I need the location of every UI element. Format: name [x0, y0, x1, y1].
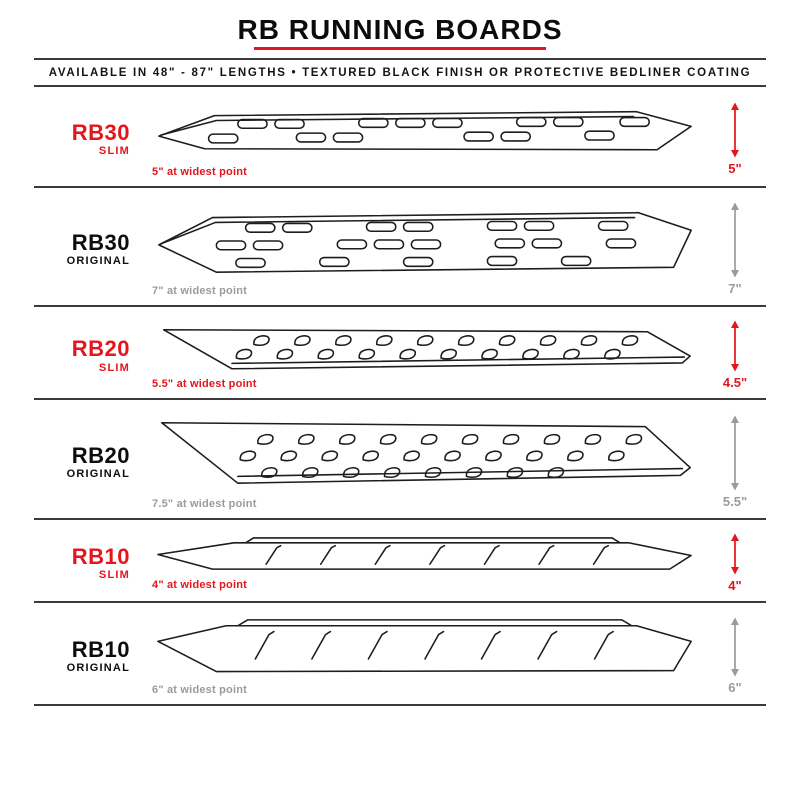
variant-name: SLIM: [98, 361, 130, 374]
width-note: 6" at widest point: [152, 683, 247, 696]
tread-strip: [237, 619, 633, 627]
model-name: RB10: [71, 544, 130, 570]
board-drawing-rb30-slim: [158, 111, 692, 151]
height-measure: 4.5": [704, 320, 766, 390]
slots-group: [215, 220, 637, 268]
tread-strip: [244, 537, 621, 544]
board-drawing-rb20-original: [161, 422, 691, 485]
board-row-rb30-slim: RB30 SLIM 5: [34, 87, 766, 188]
board-art: 5" at widest point: [152, 100, 698, 178]
width-note: 5.5" at widest point: [152, 378, 257, 391]
slots-group: [207, 116, 650, 144]
board-label: RB10 ORIGINAL: [34, 638, 146, 674]
variant-name: SLIM: [98, 569, 130, 582]
board-row-rb20-slim: RB20 SLIM 5: [34, 307, 766, 401]
width-note: 7" at widest point: [152, 285, 247, 298]
board-drawing-rb10-original: [157, 619, 692, 673]
height-measure: 7": [704, 202, 766, 296]
height-measure: 5.5": [704, 415, 766, 509]
height-value: 7": [728, 281, 742, 297]
width-note: 4" at widest point: [152, 579, 247, 592]
model-name: RB20: [71, 442, 130, 468]
subtitle: AVAILABLE IN 48" - 87" LENGTHS • TEXTURE…: [48, 67, 752, 80]
height-arrow: [731, 202, 739, 278]
model-name: RB10: [71, 636, 130, 662]
height-value: 5.5": [722, 493, 748, 509]
board-drawing-rb20-slim: [162, 328, 691, 370]
board-outline: [162, 328, 691, 370]
header: RB RUNNING BOARDS AVAILABLE IN 48" - 87"…: [30, 14, 770, 88]
height-measure: 5": [704, 102, 766, 176]
subtitle-band: AVAILABLE IN 48" - 87" LENGTHS • TEXTURE…: [34, 58, 766, 88]
variant-name: ORIGINAL: [66, 467, 130, 480]
board-label: RB30 SLIM: [34, 121, 146, 157]
width-note: 5" at widest point: [152, 165, 247, 178]
board-outline: [157, 625, 692, 673]
model-name: RB30: [71, 229, 130, 255]
variant-name: ORIGINAL: [66, 662, 130, 675]
board-row-rb30-original: RB30 ORIGINAL: [34, 188, 766, 308]
height-value: 6": [728, 680, 742, 696]
page-title: RB RUNNING BOARDS: [237, 14, 563, 45]
height-arrow: [731, 320, 739, 372]
height-arrow: [731, 533, 739, 575]
slash-group: [265, 545, 610, 566]
board-label: RB30 ORIGINAL: [34, 231, 146, 267]
height-arrow: [731, 415, 739, 491]
board-art: 5.5" at widest point: [152, 321, 698, 391]
variant-name: SLIM: [98, 144, 130, 157]
height-measure: 4": [704, 533, 766, 593]
height-value: 4.5": [722, 375, 748, 391]
variant-name: ORIGINAL: [66, 255, 130, 268]
board-outline: [157, 542, 692, 571]
board-front-lip: [237, 468, 684, 478]
height-value: 4": [728, 578, 742, 594]
height-arrow: [731, 102, 739, 158]
width-note: 7.5" at widest point: [152, 498, 257, 511]
board-art: 6" at widest point: [152, 616, 698, 696]
model-name: RB30: [71, 119, 130, 145]
board-drawing-rb30-original: [158, 211, 692, 273]
height-value: 5": [728, 160, 742, 176]
board-row-rb20-original: RB20 ORIGINAL: [34, 400, 766, 521]
model-name: RB20: [71, 336, 130, 362]
board-outline: [161, 422, 691, 485]
board-row-rb10-slim: RB10 SLIM 4: [34, 520, 766, 604]
board-label: RB10 SLIM: [34, 545, 146, 581]
height-measure: 6": [704, 617, 766, 695]
board-drawing-rb10-slim: [157, 537, 692, 571]
slash-group: [254, 631, 614, 661]
slots-group: [235, 334, 639, 360]
board-label: RB20 ORIGINAL: [34, 444, 146, 480]
board-top-edge: [160, 115, 635, 137]
board-art: 7.5" at widest point: [152, 413, 698, 510]
board-row-rb10-original: RB10 ORIGINAL 6" at widest point: [34, 603, 766, 706]
board-outline: [158, 211, 692, 273]
board-outline: [158, 111, 692, 151]
height-arrow: [731, 617, 739, 677]
board-art: 4" at widest point: [152, 535, 698, 591]
board-label: RB20 SLIM: [34, 337, 146, 373]
board-top-edge: [160, 216, 636, 245]
board-art: 7" at widest point: [152, 201, 698, 298]
title-underline: [254, 47, 546, 51]
